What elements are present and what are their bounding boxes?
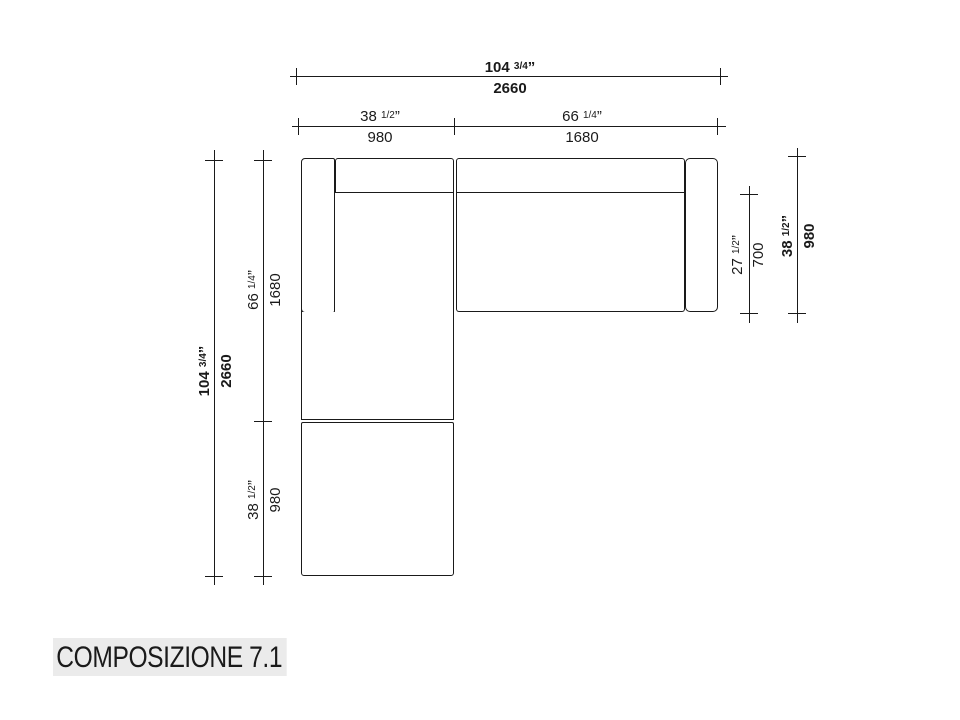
dim-left-lower-inches: 38 1/2” bbox=[245, 480, 262, 520]
right-backrest bbox=[456, 158, 685, 193]
dim-right-depth-inches: 38 1/2” bbox=[779, 214, 796, 258]
right-armrest bbox=[685, 158, 718, 312]
dim-left-upper-inches: 66 1/4” bbox=[245, 270, 262, 310]
corner-backrest bbox=[335, 158, 454, 193]
dim-top-right-mm: 1680 bbox=[565, 129, 599, 146]
dim-left-total-mm: 2660 bbox=[218, 354, 235, 388]
dim-right-seat-mm: 700 bbox=[750, 242, 767, 268]
dim-top-left-mm: 980 bbox=[367, 129, 393, 146]
dim-top-total-inches: 104 3/4” bbox=[484, 59, 536, 76]
dim-right-seat-inches: 27 1/2” bbox=[729, 235, 746, 275]
dim-right-depth-mm: 980 bbox=[801, 223, 818, 249]
chaise-seat bbox=[301, 422, 454, 576]
dim-top-total-mm: 2660 bbox=[493, 80, 527, 97]
dim-left-upper-mm: 1680 bbox=[267, 273, 284, 307]
dim-left-lower-mm: 980 bbox=[267, 487, 284, 513]
dim-top-left-inches: 38 1/2” bbox=[360, 108, 400, 125]
dim-left-total-inches: 104 3/4” bbox=[196, 345, 213, 397]
composition-title: COMPOSIZIONE 7.1 bbox=[53, 638, 288, 676]
right-seat bbox=[456, 193, 685, 312]
dim-top-right-inches: 66 1/4” bbox=[562, 108, 602, 125]
corner-seat-lower bbox=[301, 312, 454, 420]
